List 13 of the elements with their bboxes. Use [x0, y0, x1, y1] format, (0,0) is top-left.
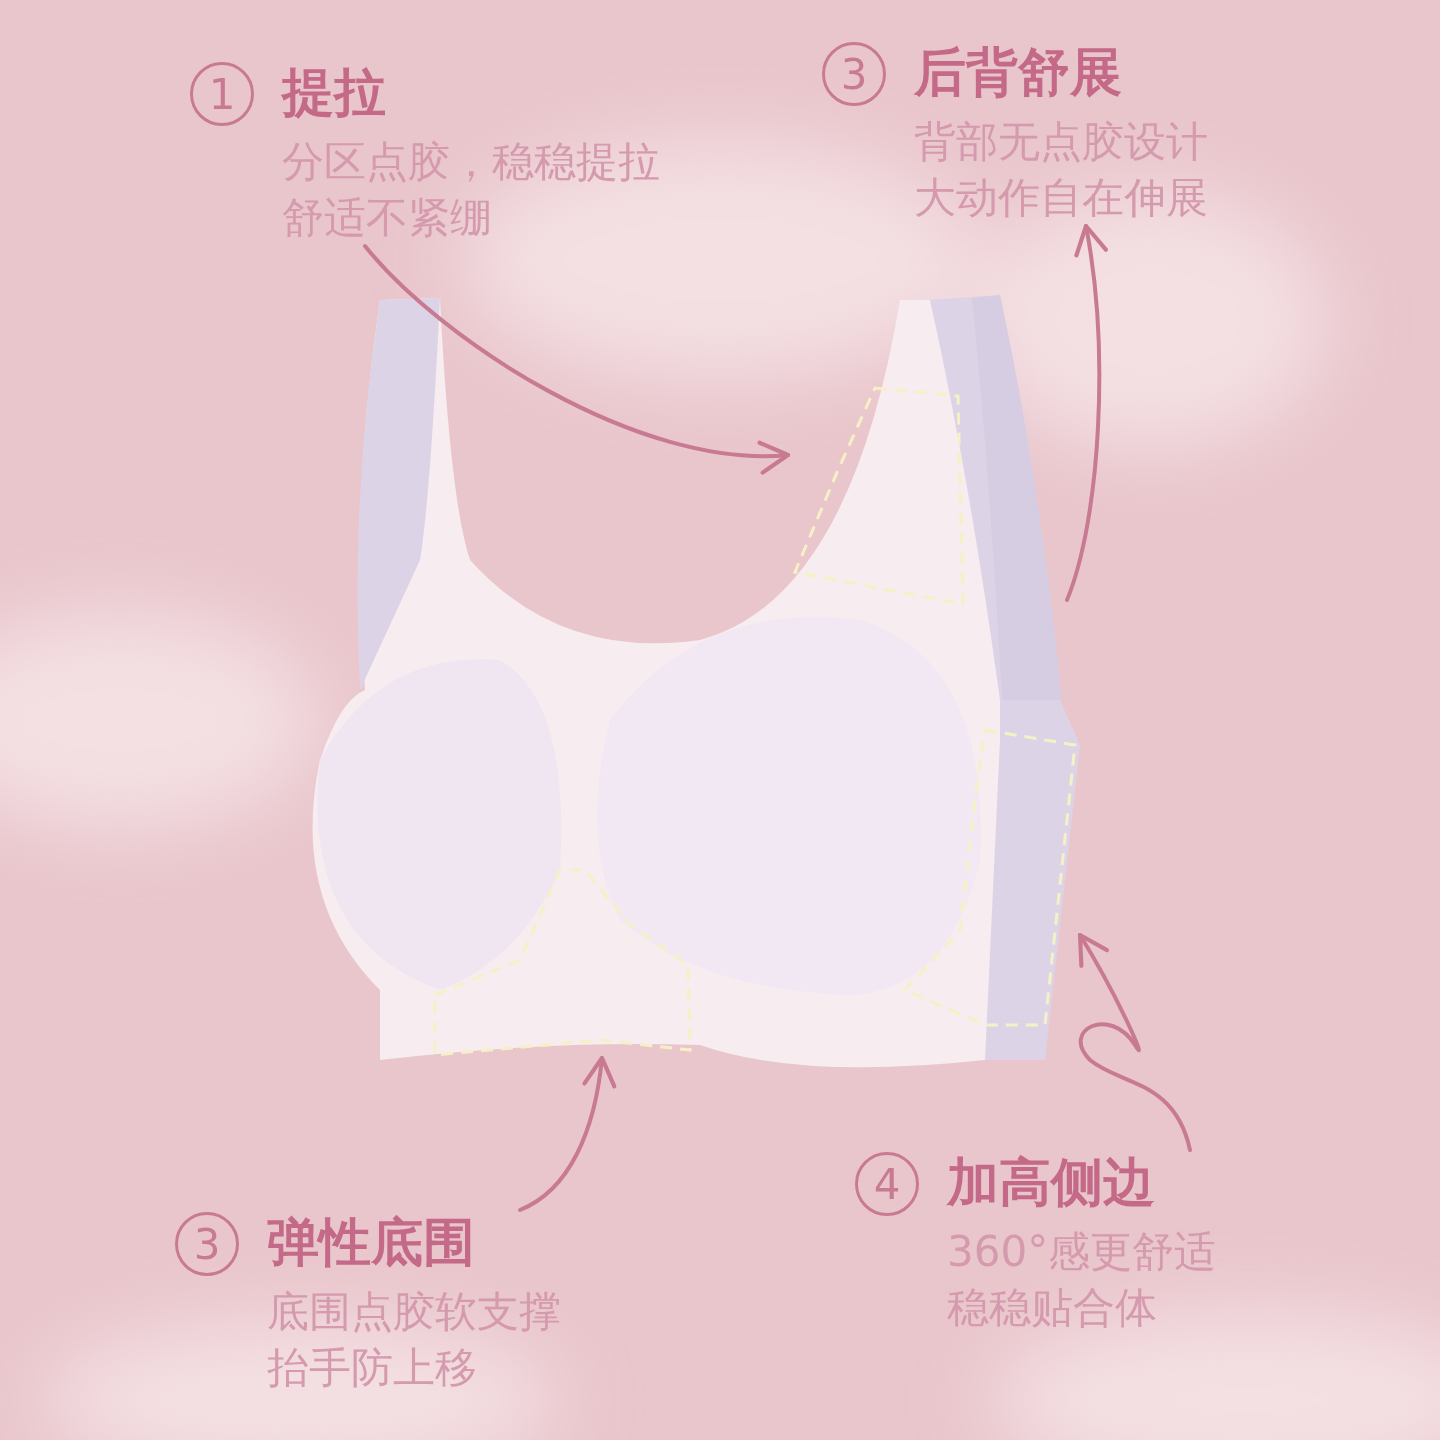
arrow	[1065, 223, 1108, 602]
callout-number: 1	[190, 62, 254, 126]
callout-number: 3	[822, 42, 886, 106]
arrow	[518, 1055, 616, 1212]
callout-heading: 后背舒展	[914, 41, 1122, 104]
arrow	[1077, 932, 1192, 1152]
callout-heading: 提拉	[282, 61, 386, 124]
arrow	[363, 244, 791, 473]
callout-number: 3	[175, 1212, 239, 1276]
dashed-zone-outline	[900, 726, 1080, 1029]
callout-heading: 加高侧边	[947, 1151, 1155, 1214]
callout-number: 4	[855, 1152, 919, 1216]
callout-heading: 弹性底围	[267, 1211, 475, 1274]
